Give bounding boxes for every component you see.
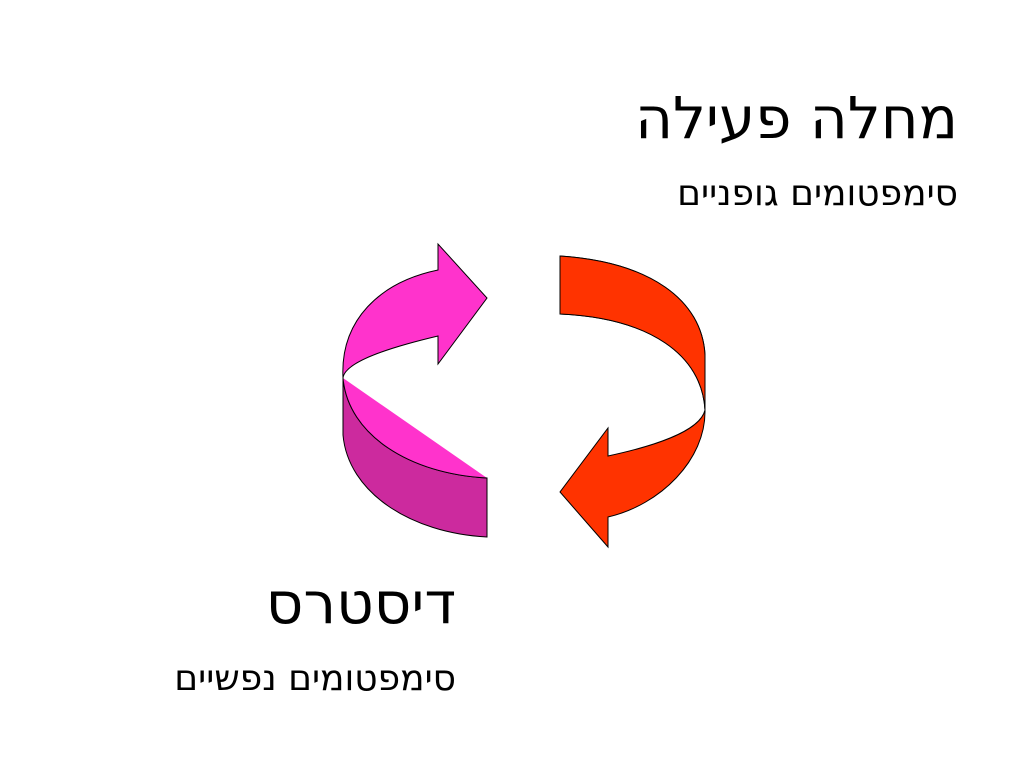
right-arrow-front <box>559 255 706 549</box>
right-cycle-arrow <box>559 255 706 549</box>
top-label-subtitle: סימפטומים גופניים <box>677 173 958 214</box>
bottom-label-title: דיסטרס <box>265 569 456 637</box>
left-cycle-arrow <box>342 242 488 538</box>
bottom-label-subtitle: סימפטומים נפשיים <box>174 658 456 699</box>
top-label-title: מחלה פעילה <box>635 84 958 152</box>
left-arrow-front <box>342 242 488 479</box>
